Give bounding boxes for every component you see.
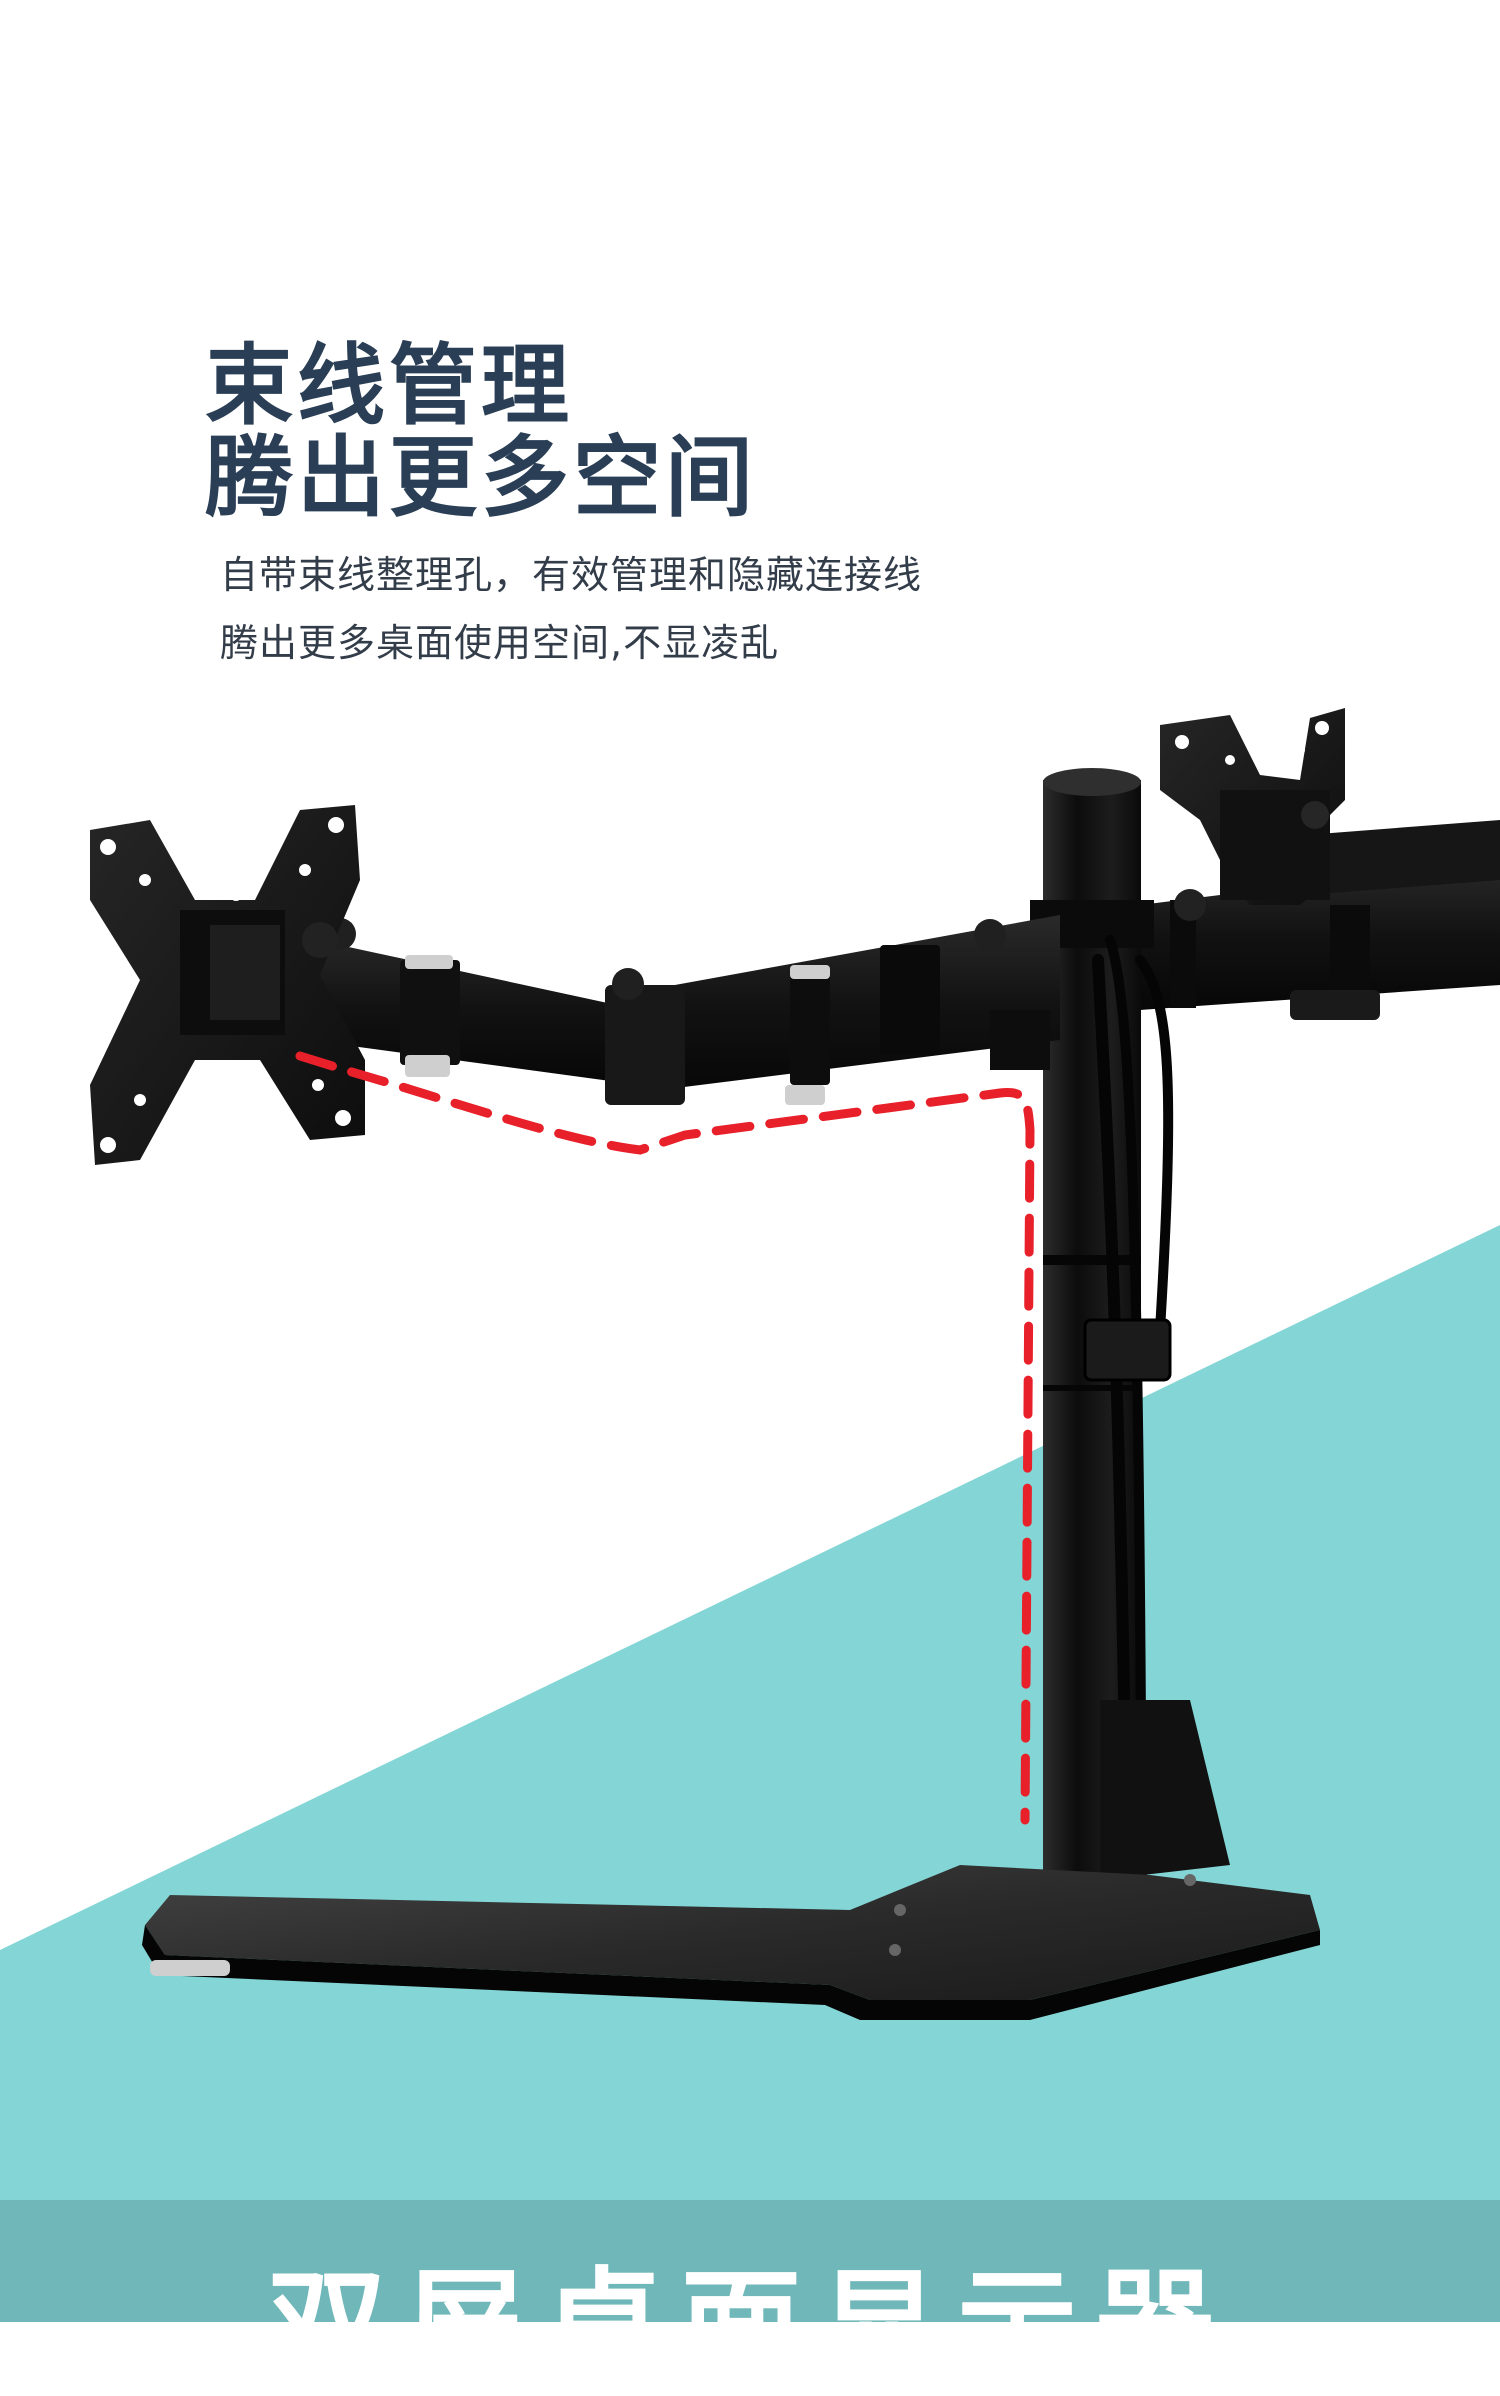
cable-bundle (1092, 935, 1174, 1966)
banner-title: 双屏桌面显示器 (267, 2257, 1233, 2396)
banner-background (0, 2200, 1500, 2322)
vesa-mount-plate-left (90, 805, 365, 1165)
base-plate (142, 1700, 1320, 2020)
support-arm-left (270, 915, 1060, 1105)
cable-clip (1083, 1318, 1172, 1382)
cable-route-line (295, 1051, 1035, 1825)
description-line-1: 自带束线整理孔，有效管理和隐藏连接线 (220, 553, 923, 597)
headline-line-1: 束线管理 (205, 334, 574, 437)
description-line-2: 腾出更多桌面使用空间,不显凌乱 (220, 621, 780, 665)
headline-line-2: 腾出更多空间 (205, 426, 758, 529)
product-scene (0, 708, 1500, 2322)
vesa-mount-plate-right (1160, 708, 1345, 905)
